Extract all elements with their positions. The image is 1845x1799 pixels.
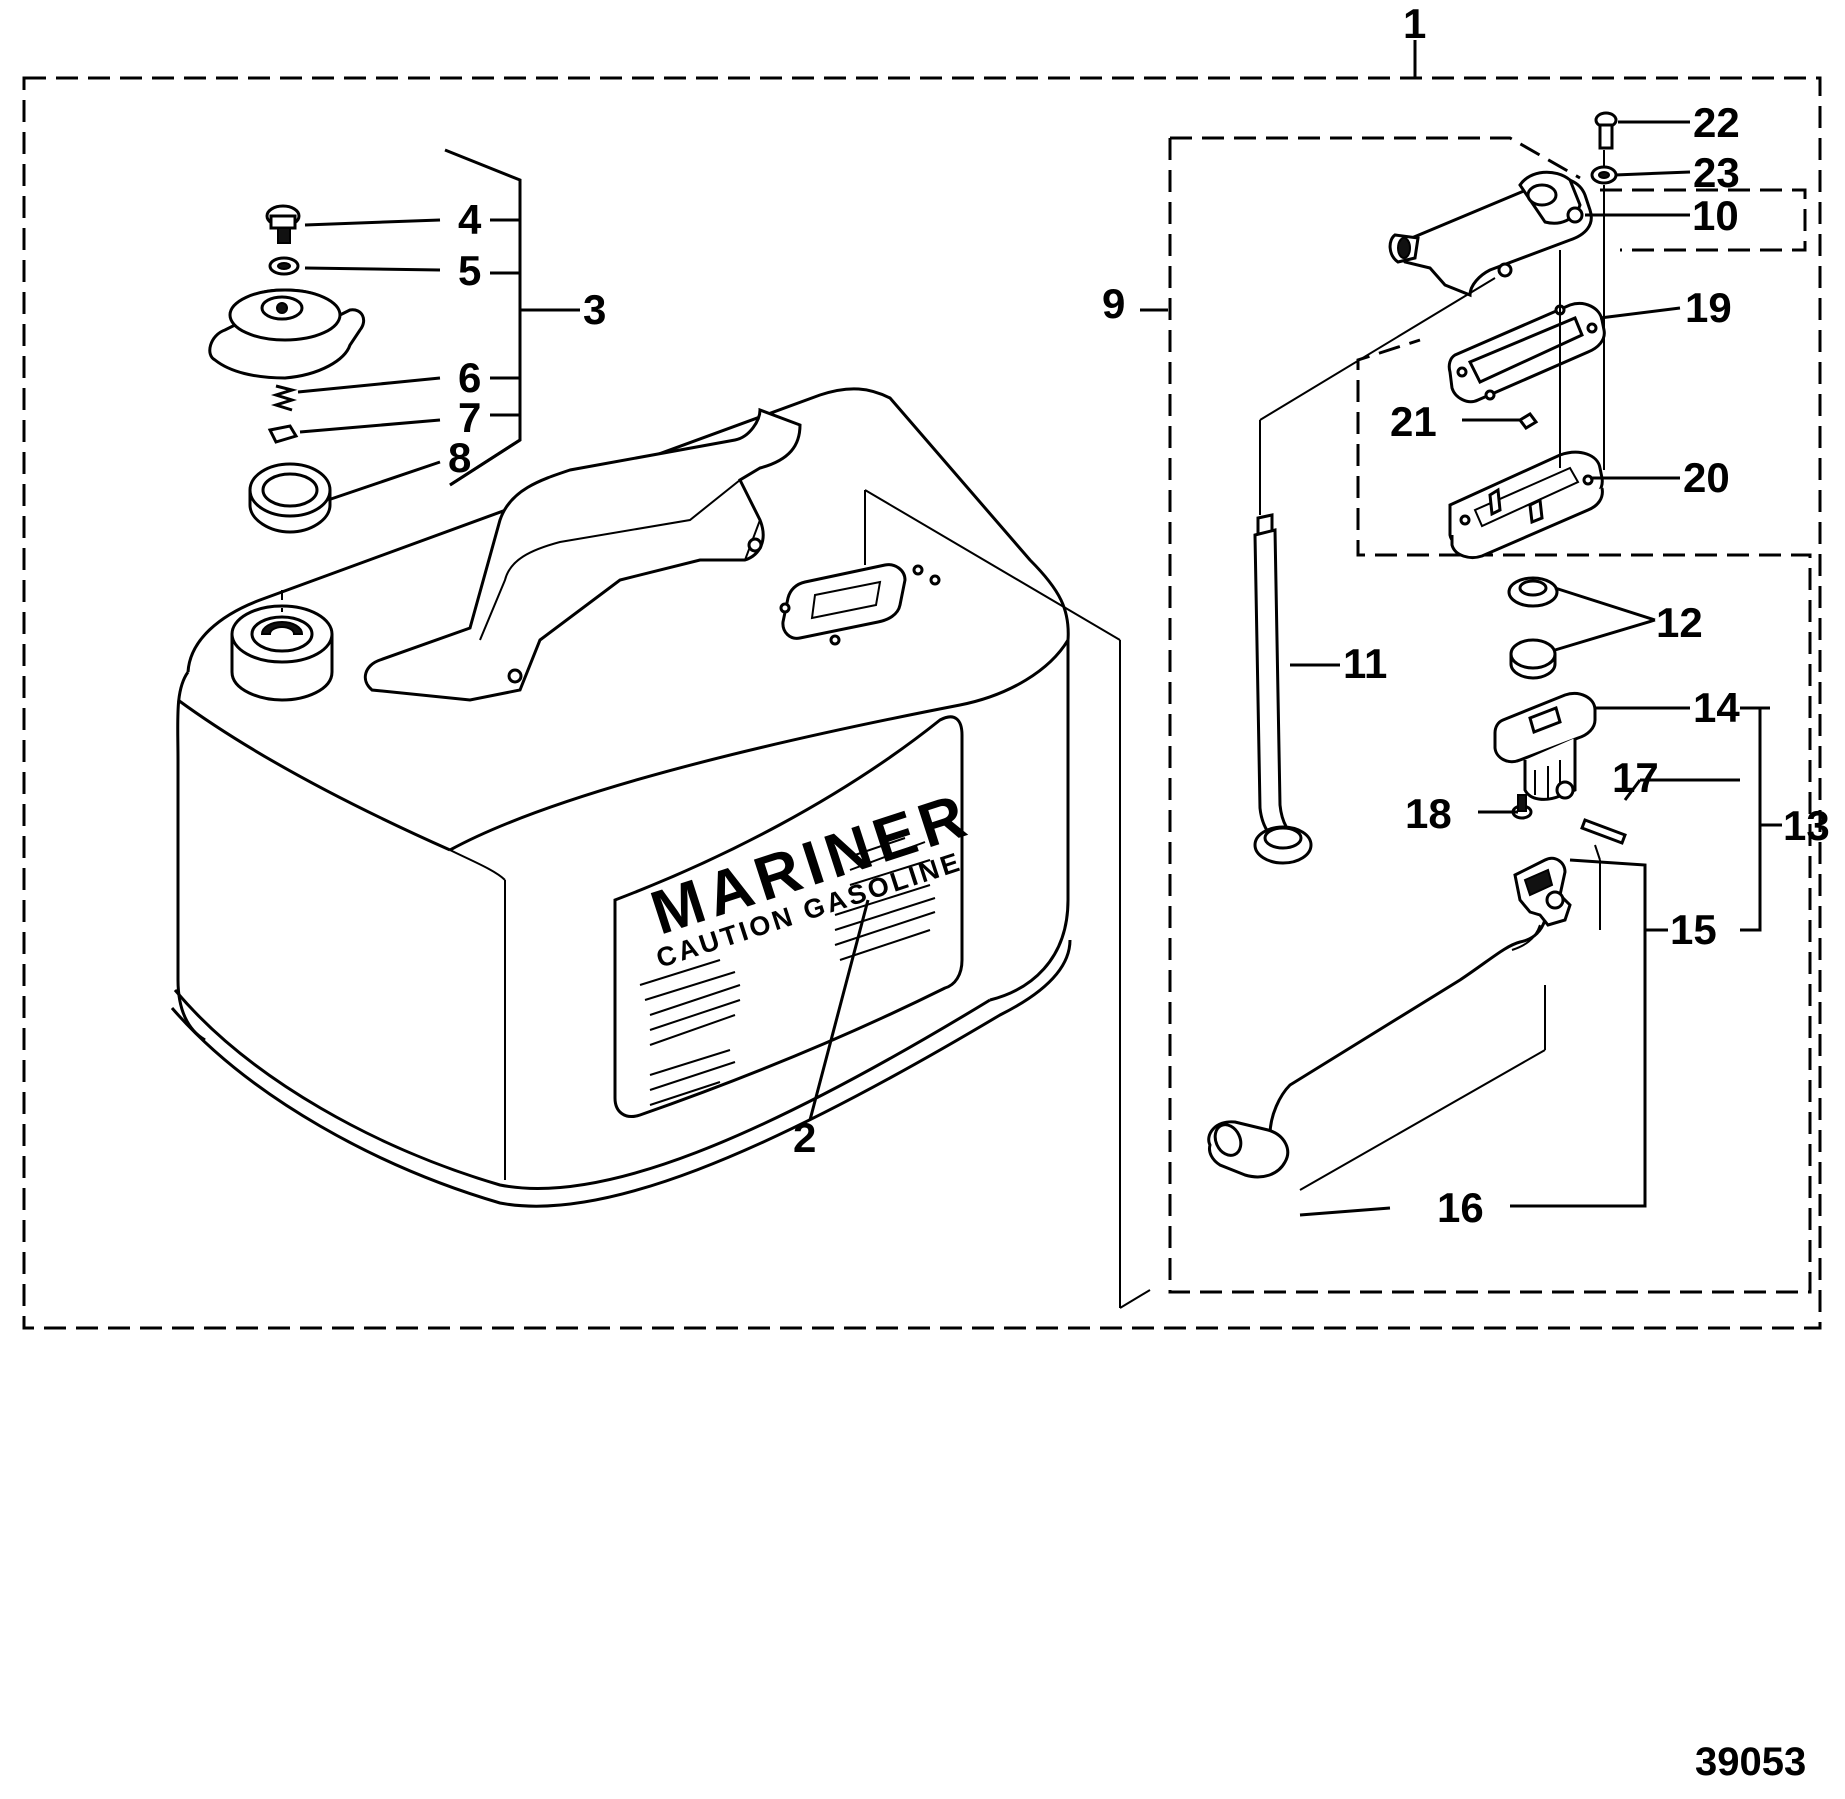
filler-cap [208, 288, 366, 380]
callout-16: 16 [1437, 1184, 1484, 1231]
sender-clip [1517, 412, 1539, 430]
callout-7: 7 [458, 394, 481, 441]
callout-20: 20 [1683, 454, 1730, 501]
vent-valve [267, 424, 299, 444]
float [1207, 1120, 1290, 1179]
callout-13: 13 [1783, 802, 1830, 849]
cap-leaders [297, 148, 580, 502]
cap-assembly [208, 204, 366, 612]
sender-gasket [1447, 302, 1606, 404]
assembly-boundary [22, 40, 1822, 1330]
pickup-tube [1253, 513, 1313, 865]
cap-spring [270, 384, 298, 412]
callout-19: 19 [1685, 284, 1732, 331]
sender-leaders [808, 120, 1782, 1217]
callout-21: 21 [1390, 398, 1437, 445]
float-arm [1268, 856, 1572, 1136]
sender-screw [1511, 794, 1533, 820]
fitting-screw [1594, 111, 1618, 150]
cap-gasket [248, 462, 332, 534]
callout-10: 10 [1692, 192, 1739, 239]
sender-grommets [1507, 576, 1559, 680]
cap-screw [265, 204, 301, 244]
sender-base-plate [1448, 450, 1604, 560]
callout-18: 18 [1405, 790, 1452, 837]
fuel-tank: MARINER CAUTION GASOLINE [170, 387, 1072, 1208]
label-fine-print [639, 837, 936, 1106]
callout-17: 17 [1612, 754, 1659, 801]
callout-22: 22 [1693, 99, 1740, 146]
callout-4: 4 [458, 196, 482, 243]
callout-15: 15 [1670, 906, 1717, 953]
sender-pin [1580, 818, 1627, 845]
callout-6: 6 [458, 354, 481, 401]
callout-8: 8 [448, 434, 471, 481]
sender-alignment-lines [1259, 250, 1561, 515]
fitting-washer [1590, 165, 1618, 185]
sender-sub-lines [1299, 844, 1601, 1191]
callout-3: 3 [583, 286, 606, 333]
sender-housing [1493, 692, 1597, 801]
callout-23: 23 [1693, 149, 1740, 196]
callout-12: 12 [1656, 599, 1703, 646]
callout-14: 14 [1693, 684, 1740, 731]
callout-9: 9 [1102, 280, 1125, 327]
callout-labels: 1 2 3 4 5 6 7 8 9 10 11 12 13 14 15 16 1… [448, 0, 1830, 1231]
tank-to-sender-leaders [864, 489, 1151, 1309]
callout-2: 2 [793, 1114, 816, 1161]
callout-11: 11 [1343, 640, 1387, 687]
callout-5: 5 [458, 247, 481, 294]
fuel-fitting [1388, 170, 1593, 298]
figure-number: 39053 [1695, 1740, 1806, 1784]
callout-1: 1 [1403, 0, 1426, 47]
